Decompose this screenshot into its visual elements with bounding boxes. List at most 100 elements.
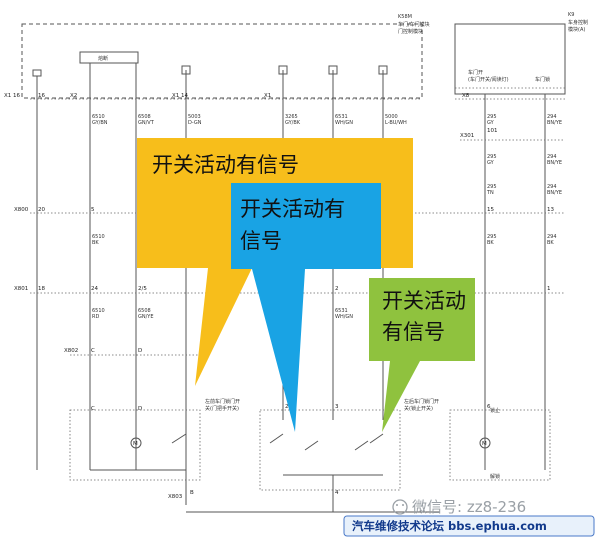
svg-text:5003: 5003 — [188, 114, 201, 120]
svg-text:GY/BK: GY/BK — [285, 120, 301, 126]
svg-text:L-BU/WH: L-BU/WH — [385, 120, 407, 126]
bcm-title-3: 模块(A) — [568, 26, 585, 33]
svg-text:D-GN: D-GN — [188, 120, 202, 126]
switch-right-label-1: 左后车门锁门开 — [404, 398, 439, 405]
svg-text:BN/YE: BN/YE — [547, 190, 562, 196]
svg-text:GN/VT: GN/VT — [138, 120, 155, 126]
forum-banner-text: 汽车维修技术论坛 bbs.ephua.com — [352, 519, 547, 533]
motor-label: 解锁 — [490, 473, 500, 480]
module-title-1: K58M — [398, 14, 412, 20]
callout-green — [369, 278, 475, 432]
switch-left-label-2: 关(门把手开关) — [205, 405, 239, 412]
svg-text:GY: GY — [487, 120, 495, 126]
conn-x1-14: X1 14 — [172, 93, 189, 99]
conn-x801: X801 — [14, 286, 28, 292]
svg-text:D: D — [138, 406, 142, 412]
callout-green-text-1: 开关活动 — [382, 289, 466, 313]
svg-text:3: 3 — [335, 404, 339, 410]
module-title-3: 门控制模块 — [398, 28, 423, 35]
svg-text:294: 294 — [547, 154, 557, 160]
ground-symbol — [32, 69, 42, 470]
bcm-title-2: 车身控制 — [568, 19, 588, 26]
svg-text:294: 294 — [547, 114, 557, 120]
svg-text:24: 24 — [91, 286, 98, 292]
connector-symbols — [181, 65, 388, 75]
svg-text:6510: 6510 — [92, 234, 105, 240]
fuse-label: 熔断 — [98, 55, 108, 62]
forum-banner — [343, 515, 595, 537]
svg-text:WH/GN: WH/GN — [335, 120, 353, 126]
conn-x1-16: X1 16 — [4, 93, 21, 99]
svg-text:BN/YE: BN/YE — [547, 160, 562, 166]
svg-text:6531: 6531 — [335, 114, 348, 120]
svg-text:C: C — [91, 406, 95, 412]
svg-text:2: 2 — [335, 286, 339, 292]
svg-text:BK: BK — [487, 240, 494, 246]
conn-x800: X800 — [14, 207, 29, 213]
bcm-inner-left-1: 车门开 — [468, 69, 483, 76]
svg-text:5: 5 — [91, 207, 95, 213]
svg-text:295: 295 — [487, 184, 497, 190]
bcm-module-box — [454, 23, 566, 95]
switch-contact-icons — [171, 433, 384, 451]
callout-blue-text-1: 开关活动有 — [240, 197, 345, 221]
svg-text:WH/GN: WH/GN — [335, 314, 353, 320]
conn-x803: X803 — [168, 494, 183, 500]
svg-text:15: 15 — [487, 207, 494, 213]
svg-text:D: D — [138, 348, 142, 354]
svg-text:6531: 6531 — [335, 308, 348, 314]
conn-x301: X301 — [460, 133, 474, 139]
svg-text:294: 294 — [547, 234, 557, 240]
motor-icon: M — [130, 437, 142, 449]
svg-text:295: 295 — [487, 114, 497, 120]
svg-text:BN/YE: BN/YE — [547, 120, 562, 126]
svg-text:GN/YE: GN/YE — [138, 314, 154, 320]
module-title-2: 车门/车门模块 — [398, 21, 430, 28]
svg-text:6508: 6508 — [138, 114, 151, 120]
svg-text:2: 2 — [285, 404, 289, 410]
svg-text:2/5: 2/5 — [138, 286, 147, 292]
svg-text:C: C — [91, 348, 95, 354]
svg-text:3265: 3265 — [285, 114, 298, 120]
svg-text:295: 295 — [487, 154, 497, 160]
lock-switch-box — [449, 409, 551, 481]
callout-green-text-2: 有信号 — [382, 320, 445, 344]
svg-text:294: 294 — [547, 184, 557, 190]
svg-text:5000: 5000 — [385, 114, 398, 120]
conn-x802: X802 — [64, 348, 78, 354]
svg-text:1: 1 — [547, 286, 551, 292]
svg-text:BK: BK — [547, 240, 554, 246]
conn-x2: X2 — [70, 93, 77, 99]
bcm-inner-right: 车门锁 — [535, 76, 550, 83]
callout-orange-text: 开关活动有信号 — [152, 153, 299, 177]
door-module-box — [21, 23, 423, 99]
svg-text:RD: RD — [92, 314, 99, 320]
svg-text:6508: 6508 — [138, 308, 151, 314]
svg-text:GY/BN: GY/BN — [92, 120, 108, 126]
callout-blue — [231, 183, 381, 432]
switch-left-label-1: 左前车门锁门开 — [205, 398, 240, 405]
bcm-inner-left-2: (车门开关/阅读灯) — [468, 76, 509, 83]
switch-right-label-2: 关(锁止开关) — [404, 405, 433, 412]
right-switch-box — [259, 409, 401, 491]
watermark-text: 微信号: zz8-236 — [412, 498, 526, 516]
svg-text:16: 16 — [38, 93, 45, 99]
watermark: 微信号: zz8-236 — [392, 498, 526, 516]
svg-text:M: M — [133, 441, 138, 447]
fuse-box — [79, 51, 139, 64]
svg-text:295: 295 — [487, 234, 497, 240]
svg-text:M: M — [482, 441, 487, 447]
lock-label: 锁止 — [490, 407, 500, 414]
svg-text:6: 6 — [487, 404, 491, 410]
svg-text:B: B — [190, 490, 194, 496]
motor-icon: M — [479, 437, 491, 449]
conn-x8: X8 — [462, 93, 470, 99]
svg-text:13: 13 — [547, 207, 554, 213]
left-switch-box — [69, 409, 201, 481]
callout-blue-text-2: 信号 — [240, 229, 282, 253]
svg-text:4: 4 — [335, 490, 339, 496]
conn-x1-3: X1 — [264, 93, 271, 99]
svg-text:TN: TN — [486, 190, 494, 196]
bcm-title-1: K9 — [568, 12, 574, 18]
